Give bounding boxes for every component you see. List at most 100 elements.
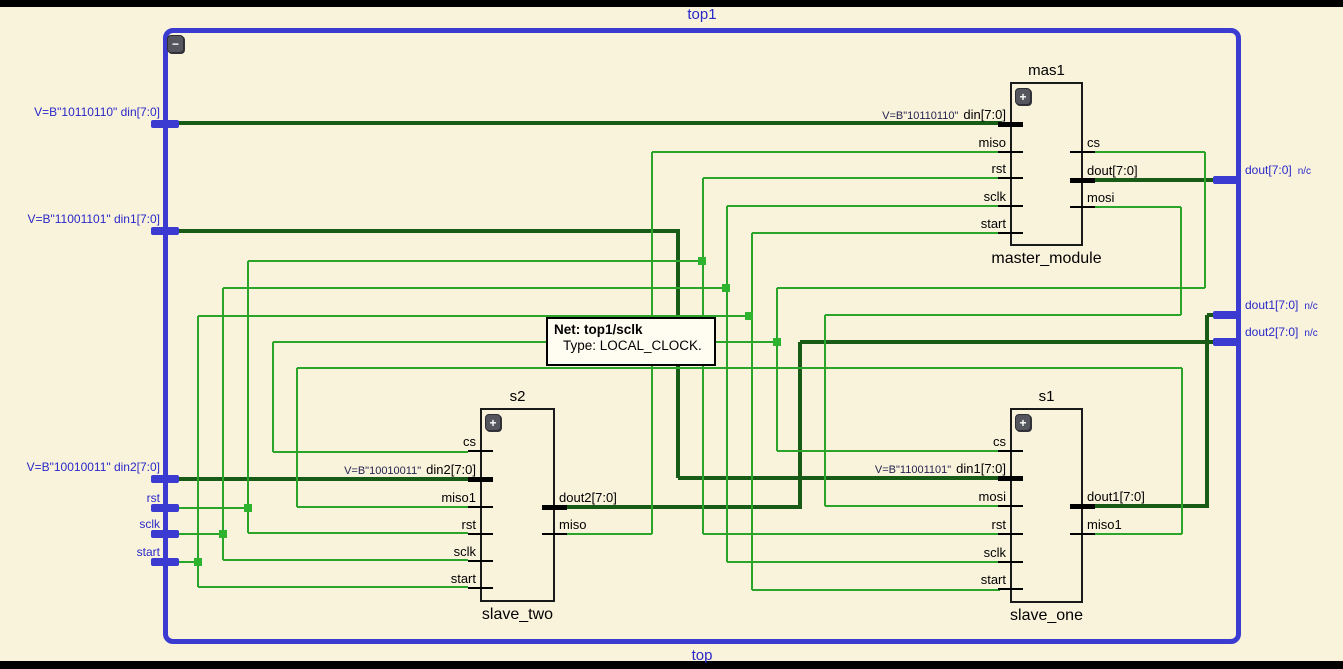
- port-stub-dout1[7:0][interactable]: [1213, 311, 1241, 319]
- net-dout-segment[interactable]: [1094, 178, 1218, 182]
- net-rst-segment[interactable]: [177, 507, 248, 509]
- net-dout2-segment[interactable]: [798, 342, 802, 507]
- expand-module-button-s1[interactable]: +: [1015, 414, 1031, 431]
- pin-name: din2[7:0]: [426, 462, 476, 477]
- net-cs-segment[interactable]: [273, 341, 777, 343]
- pin-name: miso: [559, 517, 587, 532]
- net-mosi-segment[interactable]: [1180, 207, 1182, 315]
- pin-s1-rst[interactable]: [998, 533, 1023, 535]
- module-type-name-master_module: master_module: [991, 250, 1102, 267]
- net-sclk-segment[interactable]: [222, 288, 224, 560]
- net-cs-segment[interactable]: [273, 451, 468, 453]
- expand-module-button-mas1[interactable]: +: [1015, 88, 1031, 105]
- net-miso-segment[interactable]: [567, 533, 652, 535]
- pin-mas1-miso[interactable]: [998, 151, 1023, 153]
- collapse-module-button[interactable]: −: [167, 35, 184, 53]
- pin-label-mas1-sclk: sclk: [710, 189, 1006, 204]
- pin-s2-rst[interactable]: [468, 533, 493, 535]
- net-din-segment[interactable]: [177, 121, 1002, 125]
- net-sclk-segment[interactable]: [223, 287, 727, 289]
- net-cs-segment[interactable]: [777, 287, 1205, 289]
- pin-mas1-mosi[interactable]: [1070, 206, 1095, 208]
- pin-mas1-sclk[interactable]: [998, 205, 1023, 207]
- net-miso1-segment[interactable]: [297, 506, 468, 508]
- pin-s1-sclk[interactable]: [998, 561, 1023, 563]
- net-miso1-segment[interactable]: [1094, 533, 1182, 535]
- pin-mas1-start[interactable]: [998, 232, 1023, 234]
- net-miso-segment[interactable]: [652, 151, 1000, 153]
- port-stub-start[interactable]: [151, 558, 179, 566]
- net-miso1-segment[interactable]: [296, 368, 298, 507]
- net-din1-segment[interactable]: [678, 476, 1000, 480]
- net-mosi-segment[interactable]: [1094, 206, 1181, 208]
- net-rst-segment[interactable]: [248, 532, 468, 534]
- net-sclk-segment[interactable]: [177, 533, 223, 535]
- net-start-segment[interactable]: [752, 232, 1000, 234]
- pin-s1-start[interactable]: [998, 588, 1023, 590]
- net-start-segment[interactable]: [752, 589, 1000, 591]
- net-sclk-segment[interactable]: [727, 205, 1000, 207]
- port-stub-rst[interactable]: [151, 504, 179, 512]
- port-stub-dout2[7:0][interactable]: [1213, 338, 1241, 346]
- net-rst-segment[interactable]: [703, 533, 1000, 535]
- pin-mas1-rst[interactable]: [998, 177, 1023, 179]
- pin-name: rst: [461, 517, 476, 532]
- pin-s2-start[interactable]: [468, 587, 493, 589]
- module-block-mas1[interactable]: [1010, 82, 1083, 246]
- net-rst-segment[interactable]: [703, 177, 1000, 179]
- pin-s1-dout1[7:0][interactable]: [1070, 503, 1095, 509]
- net-dout2-segment[interactable]: [567, 505, 802, 509]
- net-mosi-segment[interactable]: [825, 314, 1181, 316]
- expand-module-button-s2[interactable]: +: [485, 414, 501, 431]
- pin-s1-miso1[interactable]: [1070, 533, 1095, 535]
- net-dout1-segment[interactable]: [1207, 313, 1218, 317]
- net-rst-segment[interactable]: [248, 260, 702, 262]
- net-sclk-segment[interactable]: [727, 561, 1000, 563]
- module-instance-name-s2: s2: [509, 388, 526, 405]
- pin-s2-din2[7:0][interactable]: [468, 476, 493, 482]
- port-stub-dout[7:0][interactable]: [1213, 176, 1241, 184]
- port-stub-din1[7:0][interactable]: [151, 227, 179, 235]
- pin-s1-cs[interactable]: [998, 450, 1023, 452]
- pin-s2-miso[interactable]: [542, 533, 567, 535]
- net-cs-segment[interactable]: [776, 288, 778, 451]
- pin-label-s1-din1[7:0]: V=B"11001101"din1[7:0]: [710, 461, 1006, 476]
- net-start-segment[interactable]: [751, 233, 753, 590]
- net-din2-segment[interactable]: [177, 477, 468, 481]
- net-miso1-segment[interactable]: [1181, 368, 1183, 534]
- port-stub-sclk[interactable]: [151, 530, 179, 538]
- pin-s1-din1[7:0][interactable]: [998, 475, 1023, 481]
- pin-mas1-dout[7:0][interactable]: [1070, 177, 1095, 183]
- net-dout2-segment[interactable]: [800, 340, 1218, 344]
- pin-s2-cs[interactable]: [468, 450, 493, 452]
- net-start-segment[interactable]: [197, 316, 199, 587]
- net-sclk-segment[interactable]: [726, 206, 728, 562]
- net-cs-segment[interactable]: [777, 450, 1000, 452]
- pin-s1-mosi[interactable]: [998, 505, 1023, 507]
- pin-s2-sclk[interactable]: [468, 560, 493, 562]
- net-mosi-segment[interactable]: [824, 315, 826, 506]
- net-sclk-segment[interactable]: [223, 559, 468, 561]
- pin-s2-miso1[interactable]: [468, 506, 493, 508]
- pin-mas1-cs[interactable]: [1070, 151, 1095, 153]
- net-start-segment[interactable]: [198, 315, 749, 317]
- net-din1-segment[interactable]: [177, 229, 680, 233]
- net-miso1-segment[interactable]: [297, 367, 1182, 369]
- port-stub-din[7:0][interactable]: [151, 120, 179, 128]
- top-module-boundary[interactable]: [163, 28, 1241, 644]
- pin-mas1-din[7:0][interactable]: [998, 121, 1023, 127]
- net-start-segment[interactable]: [198, 586, 468, 588]
- net-dout1-segment[interactable]: [1094, 504, 1209, 508]
- net-start-segment[interactable]: [177, 561, 198, 563]
- pin-s2-dout2[7:0][interactable]: [542, 504, 567, 510]
- net-cs-segment[interactable]: [272, 342, 274, 452]
- net-rst-segment[interactable]: [247, 261, 249, 533]
- net-mosi-segment[interactable]: [825, 505, 1000, 507]
- net-cs-segment[interactable]: [1094, 151, 1205, 153]
- net-dout1-segment[interactable]: [1205, 315, 1209, 506]
- net-cs-segment[interactable]: [1204, 152, 1206, 288]
- port-label-dout[7:0]: dout[7:0]n/c: [1245, 163, 1311, 177]
- port-label-dout1[7:0]: dout1[7:0]n/c: [1245, 298, 1318, 312]
- port-stub-din2[7:0][interactable]: [151, 475, 179, 483]
